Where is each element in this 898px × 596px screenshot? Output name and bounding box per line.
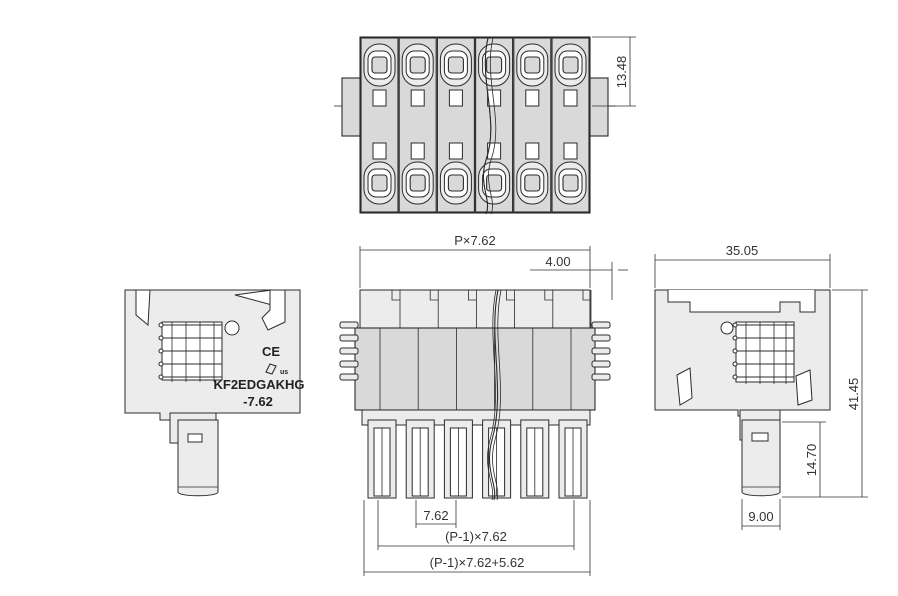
top-view-cell	[436, 37, 475, 213]
pitch-suffix-label: -7.62	[243, 394, 273, 409]
side-rib	[339, 334, 359, 342]
release-slot	[448, 89, 463, 107]
dim-end-offset-text: 4.00	[545, 254, 570, 269]
top-view-cell	[513, 37, 552, 213]
front-view-pole	[367, 290, 401, 499]
release-slot	[410, 89, 425, 107]
dim-pin-span-text: (P-1)×7.62	[445, 529, 507, 544]
top-view-cell	[360, 37, 399, 213]
front-view	[339, 289, 611, 501]
release-slot	[487, 142, 502, 160]
release-slot	[525, 89, 540, 107]
dim-side-depth-text: 35.05	[726, 243, 759, 258]
dim-side-height-text: 41.45	[846, 378, 861, 411]
front-view-pole	[520, 290, 554, 499]
side-rib	[339, 360, 359, 368]
release-slot	[525, 142, 540, 160]
release-slot	[372, 89, 387, 107]
dim-overall-length: P×7.62	[359, 233, 591, 288]
ul-mark: us	[280, 369, 288, 376]
top-view	[334, 36, 616, 215]
dim-total-span: (P-1)×7.62+5.62	[363, 500, 591, 576]
dim-pin-length-text: 14.70	[804, 444, 819, 477]
side-rib	[339, 347, 359, 355]
release-slot	[563, 89, 578, 107]
side-rib	[339, 373, 359, 381]
dim-pitch: 7.62	[415, 500, 457, 528]
dim-side-height: 41.45	[782, 289, 868, 498]
ce-mark: CE	[262, 344, 280, 359]
dim-pin-span: (P-1)×7.62	[377, 500, 575, 550]
dim-side-depth: 35.05	[654, 243, 831, 288]
part-number-label: KF2EDGAKHG	[213, 377, 304, 392]
left-end-view: CE us KF2EDGAKHG -7.62	[124, 289, 305, 497]
right-side-view	[654, 289, 831, 497]
release-slot	[448, 142, 463, 160]
side-rib	[591, 360, 611, 368]
dim-pin-length: 14.70	[782, 421, 826, 497]
front-view-pole	[405, 290, 439, 499]
release-slot	[372, 142, 387, 160]
side-rib	[591, 334, 611, 342]
side-rib	[591, 373, 611, 381]
dim-pin-width: 9.00	[741, 499, 781, 530]
dim-total-span-text: (P-1)×7.62+5.62	[430, 555, 525, 570]
dim-top-height: 13.48	[592, 36, 636, 107]
dim-end-offset: 4.00	[530, 254, 628, 300]
release-slot	[410, 142, 425, 160]
dim-overall-length-text: P×7.62	[454, 233, 496, 248]
front-view-pole	[443, 290, 477, 499]
release-slot	[563, 142, 578, 160]
top-view-cell	[398, 37, 437, 213]
side-rib	[591, 321, 611, 329]
side-rib	[339, 321, 359, 329]
dim-pitch-text: 7.62	[423, 508, 448, 523]
top-view-cell	[551, 37, 590, 213]
front-view-pole	[558, 290, 592, 499]
top-view-cell	[475, 37, 514, 213]
side-rib	[591, 347, 611, 355]
ul-logo-icon	[265, 363, 277, 375]
dim-top-height-text: 13.48	[614, 56, 629, 89]
dim-pin-width-text: 9.00	[748, 509, 773, 524]
